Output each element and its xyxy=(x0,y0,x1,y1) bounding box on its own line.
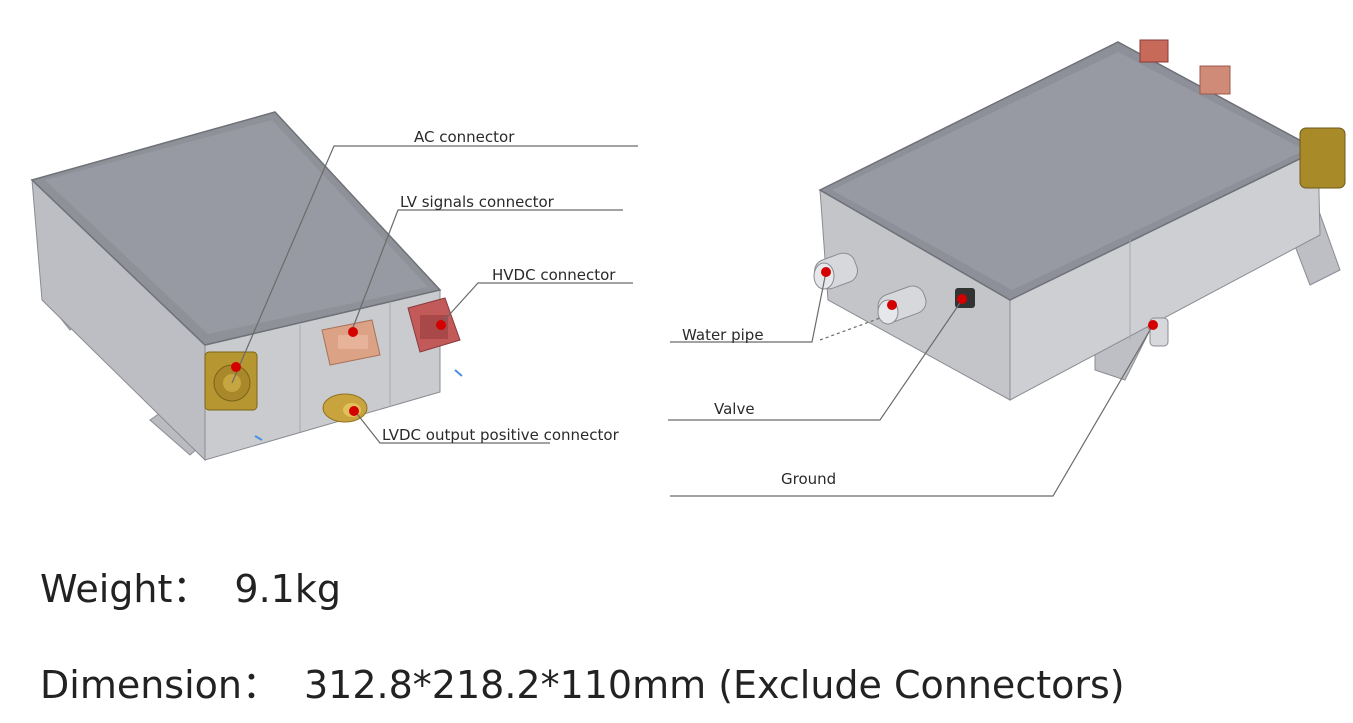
dimension-value: 312.8*218.2*110mm (Exclude Connectors) xyxy=(304,663,1125,707)
label-lvdc-output: LVDC output positive connector xyxy=(382,426,619,444)
ac-connector-leader xyxy=(231,145,638,384)
valve-leader xyxy=(668,299,963,421)
water-pipe-shapes xyxy=(813,252,927,325)
label-ground: Ground xyxy=(781,470,837,488)
ground-leader xyxy=(670,324,1154,497)
label-valve: Valve xyxy=(714,400,755,418)
dimension-spec: Dimension： 312.8*218.2*110mm (Exclude Con… xyxy=(40,654,1125,709)
lv-signals-leader xyxy=(351,209,623,331)
markers xyxy=(231,267,1158,416)
water-pipe-marker xyxy=(821,267,831,277)
left-unit-illustration xyxy=(30,111,463,462)
weight-spec: Weight： 9.1kg xyxy=(40,558,341,613)
lvdc-marker xyxy=(349,406,359,416)
label-lv-signals-connector: LV signals connector xyxy=(400,193,554,211)
dimension-label: Dimension： xyxy=(40,663,280,707)
right-unit-illustration xyxy=(813,39,1346,401)
lvdc-leader xyxy=(353,409,550,444)
valve-pipe-marker xyxy=(887,300,897,310)
label-hvdc-connector: HVDC connector xyxy=(492,266,616,284)
hvdc-leader xyxy=(439,282,633,326)
label-water-pipe: Water pipe xyxy=(682,326,764,344)
lv-signals-marker xyxy=(348,327,358,337)
ground-marker xyxy=(1148,320,1158,330)
weight-label: Weight： xyxy=(40,567,211,611)
ac-connector-marker xyxy=(231,362,241,372)
water-pipe-leader xyxy=(670,271,827,343)
hvdc-connector-shape xyxy=(407,297,461,353)
ac-connector-shape xyxy=(204,351,258,411)
label-ac-connector: AC connector xyxy=(414,128,515,146)
valve-marker xyxy=(957,294,967,304)
hvdc-marker xyxy=(436,320,446,330)
lv-signals-connector-shape xyxy=(321,319,381,366)
weight-value: 9.1kg xyxy=(234,567,341,611)
leader-lines xyxy=(231,145,1154,497)
